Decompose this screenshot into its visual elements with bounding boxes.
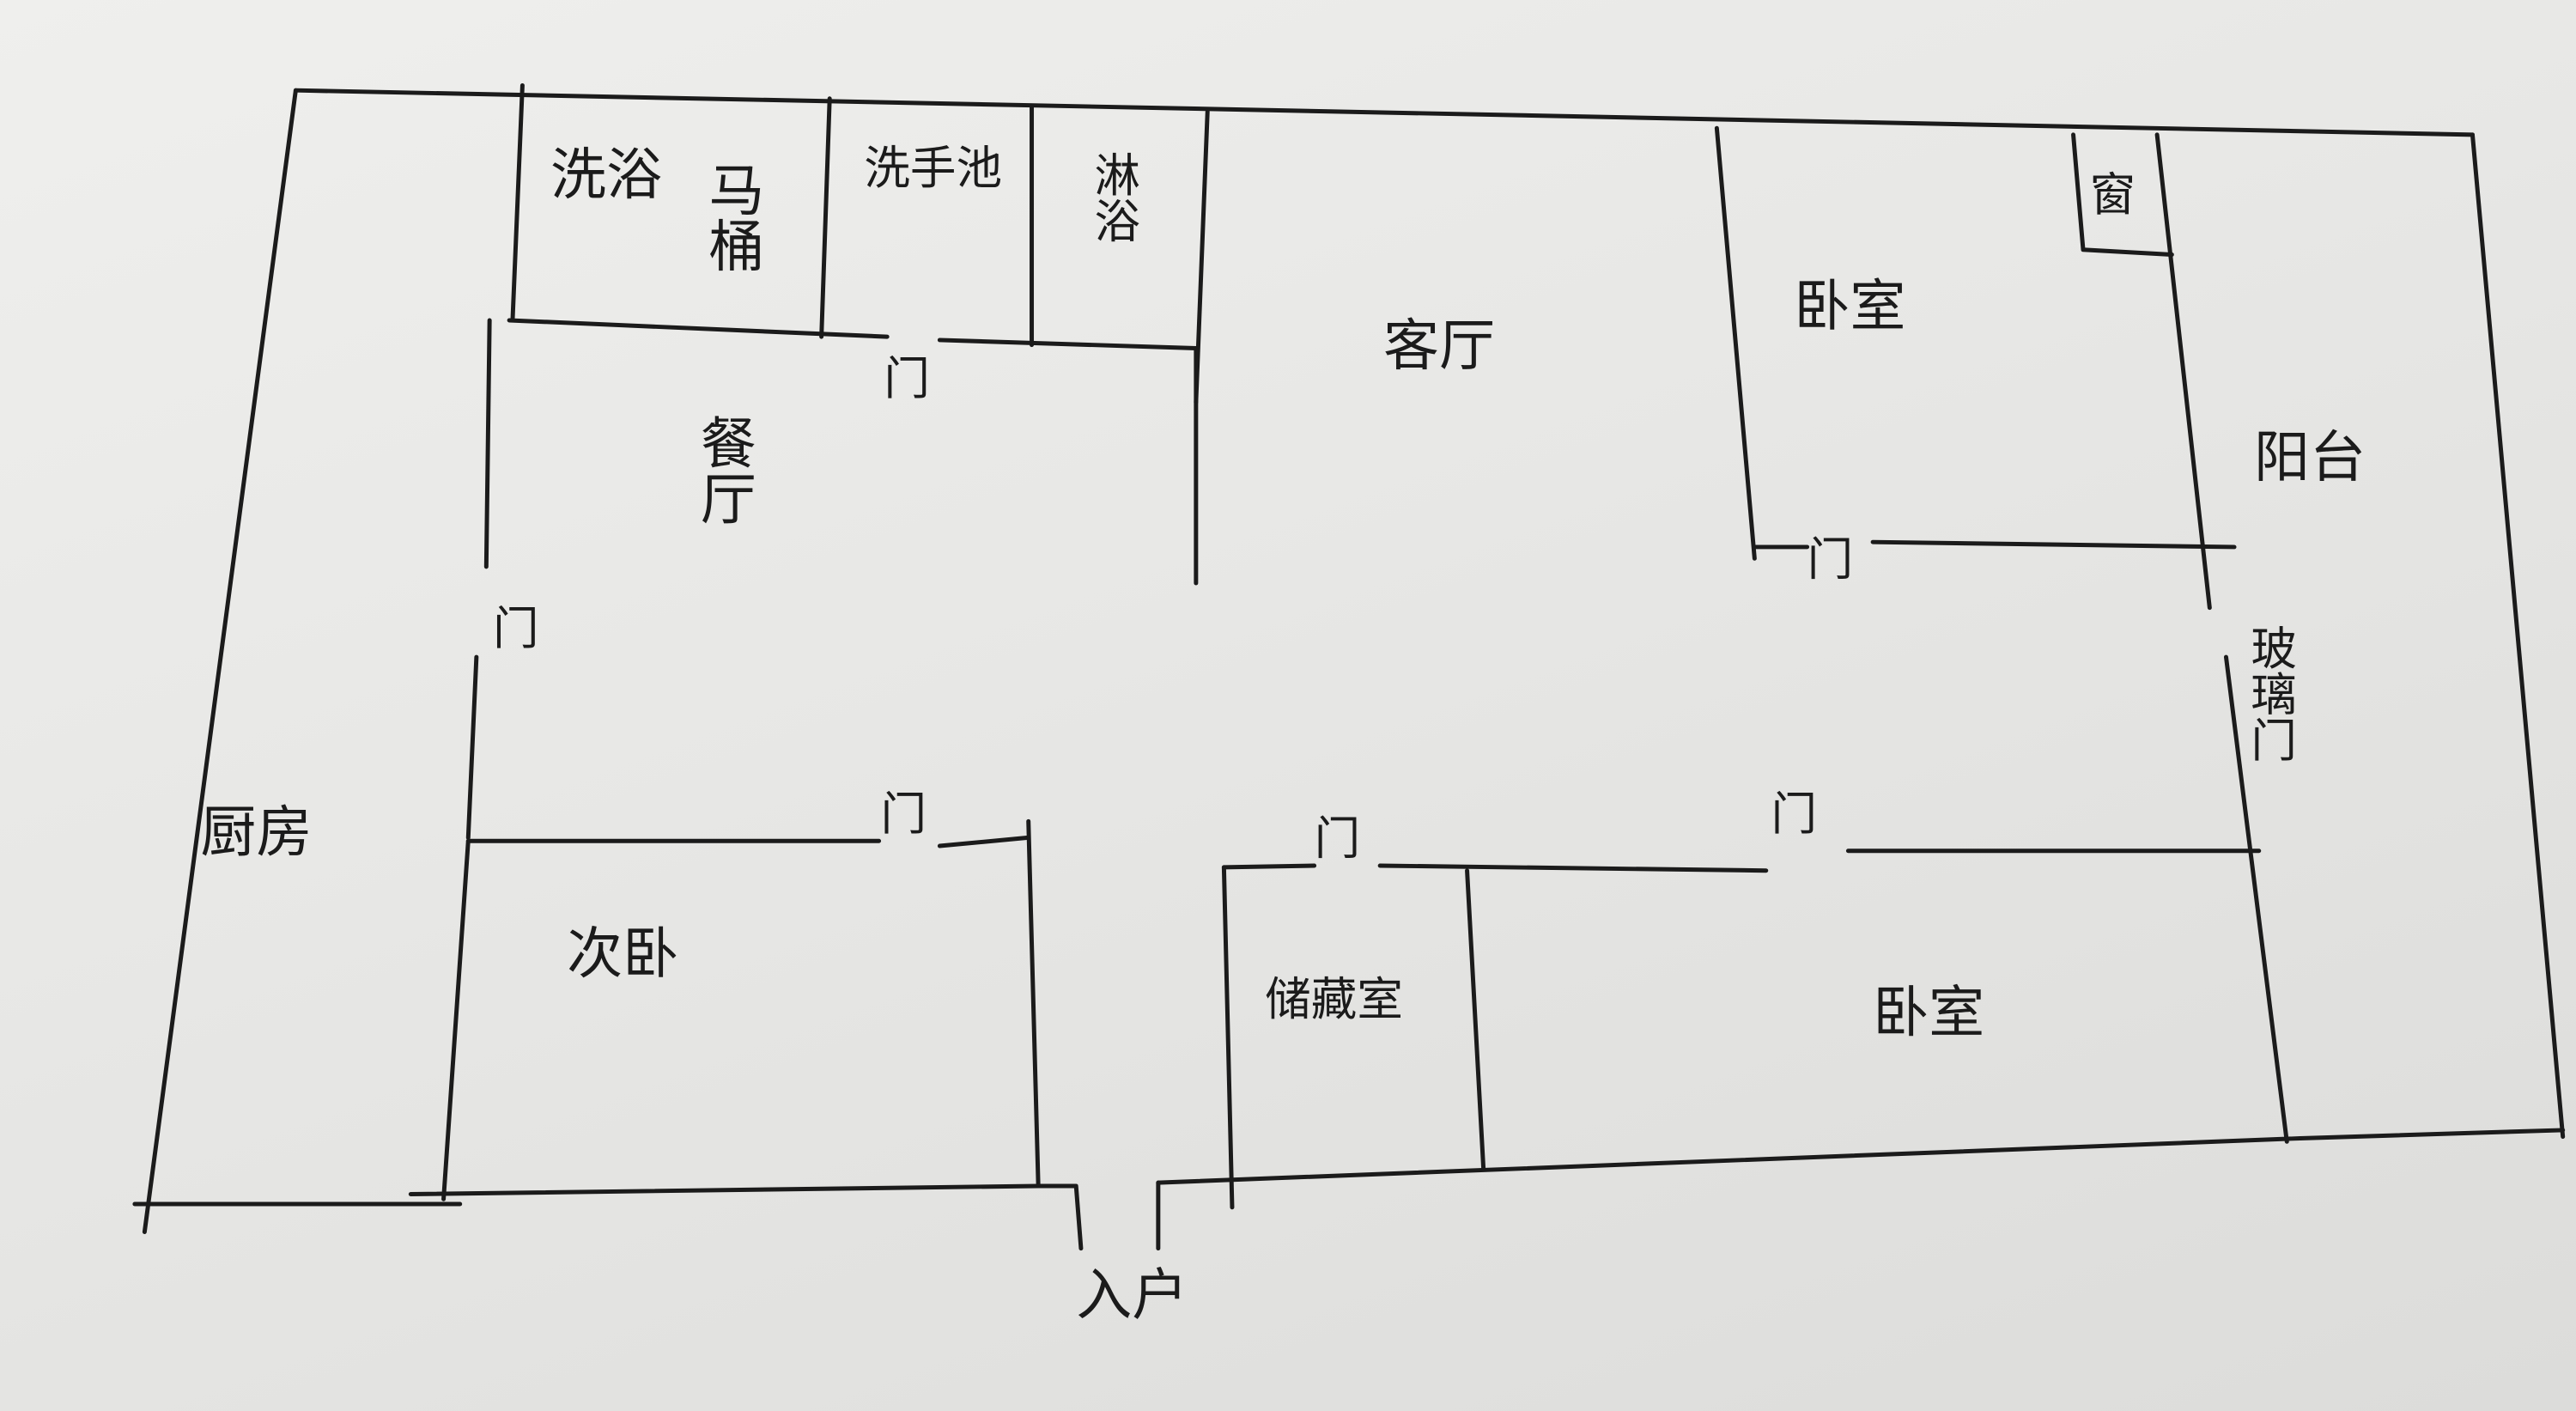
label-sink: 洗手池 bbox=[864, 141, 1002, 195]
label-storage: 储藏室 bbox=[1265, 972, 1403, 1026]
storage-walls bbox=[1221, 863, 1769, 1210]
label-second-bedroom: 次卧 bbox=[567, 921, 678, 986]
second-bedroom-walls bbox=[408, 818, 1041, 1201]
door-storage: 门 bbox=[1315, 812, 1361, 866]
label-window: 窗 bbox=[2090, 167, 2136, 222]
door-bedroom-top: 门 bbox=[1807, 532, 1854, 586]
door-bedroom-bottom: 门 bbox=[1771, 787, 1818, 841]
bedroom-walls bbox=[1714, 125, 2289, 1144]
door-dining: 门 bbox=[493, 601, 539, 655]
label-bedroom-bottom: 卧室 bbox=[1873, 981, 1984, 1045]
label-glass-door: 玻璃门 bbox=[2244, 624, 2298, 763]
outer-walls bbox=[132, 88, 2566, 1235]
door-second-bedroom: 门 bbox=[881, 787, 927, 841]
bathroom-walls bbox=[507, 82, 1210, 586]
label-bedroom-top: 卧室 bbox=[1794, 275, 1905, 339]
entrance-walls bbox=[1036, 1180, 1161, 1251]
label-balcony: 阳台 bbox=[2254, 426, 2366, 490]
door-bathroom: 门 bbox=[884, 351, 930, 405]
label-entrance: 入户 bbox=[1076, 1263, 1188, 1328]
label-dining: 餐厅 bbox=[690, 414, 755, 526]
door-labels: 门 门 门 门 门 门 bbox=[493, 351, 1853, 866]
dining-kitchen-walls bbox=[465, 318, 492, 840]
label-shower: 淋浴 bbox=[1087, 151, 1141, 243]
label-kitchen: 厨房 bbox=[200, 800, 312, 865]
room-labels: 洗浴 马桶 洗手池 淋浴 客厅 卧室 窗 阳台 餐厅 厨房 次卧 储藏室 卧室 … bbox=[200, 141, 2366, 1328]
label-bath: 洗浴 bbox=[550, 143, 662, 208]
label-living-room: 客厅 bbox=[1383, 314, 1495, 379]
label-toilet: 马桶 bbox=[699, 161, 764, 272]
